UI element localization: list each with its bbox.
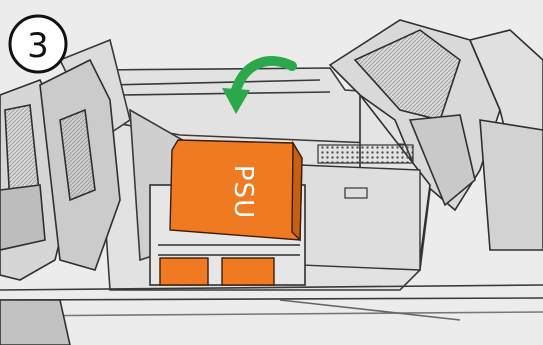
step-badge: 3 (10, 16, 66, 72)
psu-label: PSU (228, 165, 258, 219)
step-number: 3 (27, 26, 49, 66)
vent-grille (318, 145, 413, 163)
drive-cage (300, 165, 420, 270)
